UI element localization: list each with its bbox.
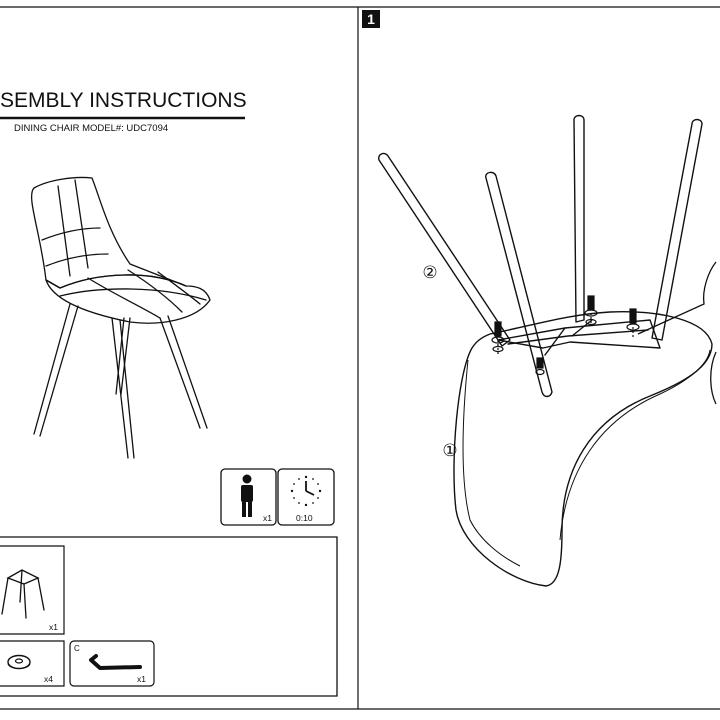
seat-part-label: ① [442, 441, 457, 460]
step-number-badge: 1 [362, 10, 380, 28]
page-frame [0, 6, 720, 710]
page-title: SEMBLY INSTRUCTIONS [0, 89, 247, 112]
screw-icon [491, 321, 505, 354]
wrench-count: x1 [137, 674, 146, 684]
part-legs: x1 [0, 545, 65, 635]
legs-frame-icon [1, 569, 45, 619]
model-subtitle: DINING CHAIR MODEL#: UDC7094 [14, 123, 168, 134]
leg-frame-drawing [377, 114, 703, 398]
seat-shell-drawing [453, 311, 713, 587]
allen-wrench-icon [89, 654, 142, 670]
person-icon [241, 474, 253, 517]
time-value: 0:10 [296, 513, 313, 523]
screws-group [491, 295, 640, 376]
chair-illustration [30, 176, 211, 459]
time-required-badge: 0:10 [277, 468, 335, 526]
legs-count: x1 [49, 622, 58, 632]
legs-part-label: ② [422, 263, 437, 282]
persons-count: x1 [263, 513, 272, 523]
detail-callout [637, 261, 717, 405]
screw-icon [626, 308, 640, 338]
washer-count: x4 [44, 674, 53, 684]
screw-icon [535, 357, 545, 376]
step-number: 1 [367, 11, 375, 27]
part-allen-wrench: C x1 [69, 640, 155, 687]
screw-icon [584, 295, 598, 326]
part-washer: x4 [0, 640, 65, 687]
washer-icon [492, 318, 597, 353]
parts-list-box [0, 536, 338, 697]
washer-icon [7, 654, 31, 670]
wrench-letter: C [74, 644, 80, 653]
clock-icon [290, 475, 322, 507]
persons-required-badge: x1 [220, 468, 277, 526]
